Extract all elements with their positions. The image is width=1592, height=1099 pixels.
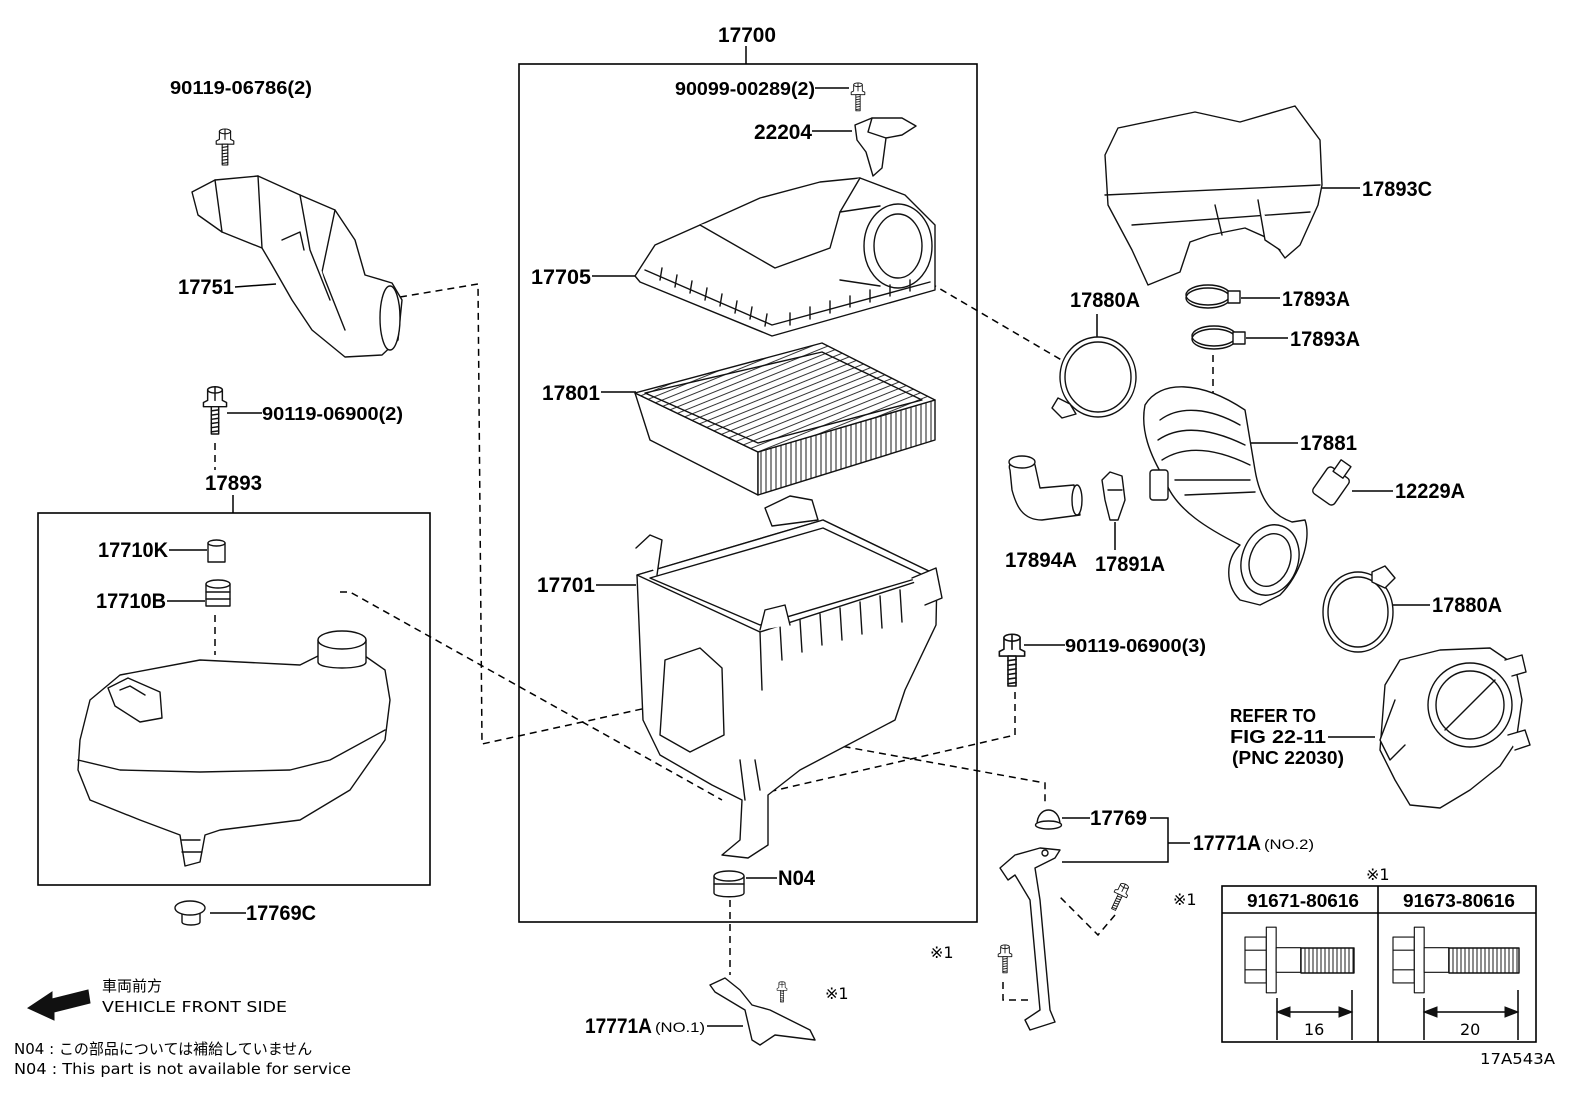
note-ja: N04 : この部品については補給していません [14,1040,312,1058]
callout-bolt-cap: 90099-00289(2) [675,79,815,99]
ref-mark: ※1 [825,984,849,1003]
dashed-guides [214,282,1214,1001]
bolt-spec-table [1221,885,1537,1043]
callout-clamp-2: 17893A [1290,328,1360,351]
intake-air-sensor [854,117,917,177]
bracket [709,977,816,1046]
callout-cover: 17893C [1362,178,1432,201]
refer-line-2: FIG 22-11 [1230,727,1326,747]
hose-clamp [1191,325,1246,350]
bracket [999,847,1061,1031]
callout-grommet-b: 17710B [96,590,166,613]
clamp-ring [1322,565,1396,653]
grommet [1034,809,1063,830]
resonator-tank [77,630,391,867]
callout-clamp-ring-upper: 17880A [1070,289,1140,312]
note-en: N04 : This part is not available for ser… [14,1060,351,1078]
bolt-icon [215,128,235,166]
case-cushion [713,870,745,898]
callout-clip: 17891A [1095,553,1165,576]
table-part-2: 91673-80616 [1403,891,1515,911]
vacuum-sensor [1312,459,1352,506]
assembly-number: 17700 [718,24,776,47]
figure-id: 17A543A [1480,1050,1556,1068]
grommet [205,579,231,607]
ref-mark: ※1 [930,943,954,962]
callout-hose-b: 17894A [1005,549,1077,572]
table-length-2: 20 [1460,1020,1480,1039]
callout-sensor: 22204 [754,121,812,144]
callout-clamp-1: 17893A [1282,288,1350,311]
hose-clip [1101,471,1126,521]
grommet [174,900,206,926]
bolt-icon [850,82,866,112]
callout-bolt-resonator: 90119-06900(2) [262,404,403,424]
air-filter-element [634,342,936,496]
air-cleaner-case [635,495,943,859]
callout-cap: 17705 [531,266,591,289]
table-ref-mark: ※1 [1366,865,1390,884]
callout-bracket-no2: 17771A [1193,832,1261,855]
ref-mark: ※1 [1173,890,1197,909]
bolt-icon [998,633,1026,687]
callout-bolt-case: 90119-06900(3) [1065,636,1206,656]
assembly-frame [518,63,978,923]
callout-collar: 17710K [98,539,168,562]
hose-clamp [1185,284,1241,309]
throttle-body [1379,647,1531,809]
callout-cushion: N04 [778,867,815,890]
clamp-ring [1051,336,1137,419]
callout-bolt-duct: 90119-06786(2) [170,78,312,98]
intake-cover [1104,105,1323,286]
air-cleaner-cap [634,177,936,337]
bolt-icon [202,386,228,435]
bolt-icon [776,981,788,1003]
callout-bracket-no1: 17771A [585,1015,652,1038]
flange-bolt-icon [1392,926,1520,994]
callout-bracket-no2-suffix: (NO.2) [1264,836,1314,852]
refer-line-1: REFER TO [1230,706,1316,726]
air-intake-hose [1143,386,1308,606]
front-label-en: VEHICLE FRONT SIDE [102,998,287,1016]
bolt-icon [1106,880,1132,913]
table-part-1: 91671-80616 [1247,891,1359,911]
bolt-icon [997,944,1013,974]
elbow-hose [1008,455,1083,521]
callout-duct: 17751 [178,276,234,299]
callout-resonator: 17893 [205,472,262,495]
callout-hose: 17881 [1300,432,1357,455]
air-inlet-duct [191,175,403,358]
callout-grommet-17769: 17769 [1090,807,1147,830]
collar [207,539,226,563]
arrow-left-icon [26,989,91,1021]
leader-lines [167,46,1430,1027]
refer-line-3: (PNC 22030) [1232,748,1344,768]
callout-element: 17801 [542,382,600,405]
callout-sensor-b: 12229A [1395,480,1465,503]
callout-case: 17701 [537,574,595,597]
table-length-1: 16 [1304,1020,1324,1039]
front-label-ja: 車両前方 [102,977,162,995]
flange-bolt-icon [1244,926,1355,994]
callout-clamp-ring-lower: 17880A [1432,594,1502,617]
resonator-frame [37,512,431,886]
callout-bracket-no1-suffix: (NO.1) [655,1019,705,1035]
callout-grommet-c: 17769C [246,902,316,925]
